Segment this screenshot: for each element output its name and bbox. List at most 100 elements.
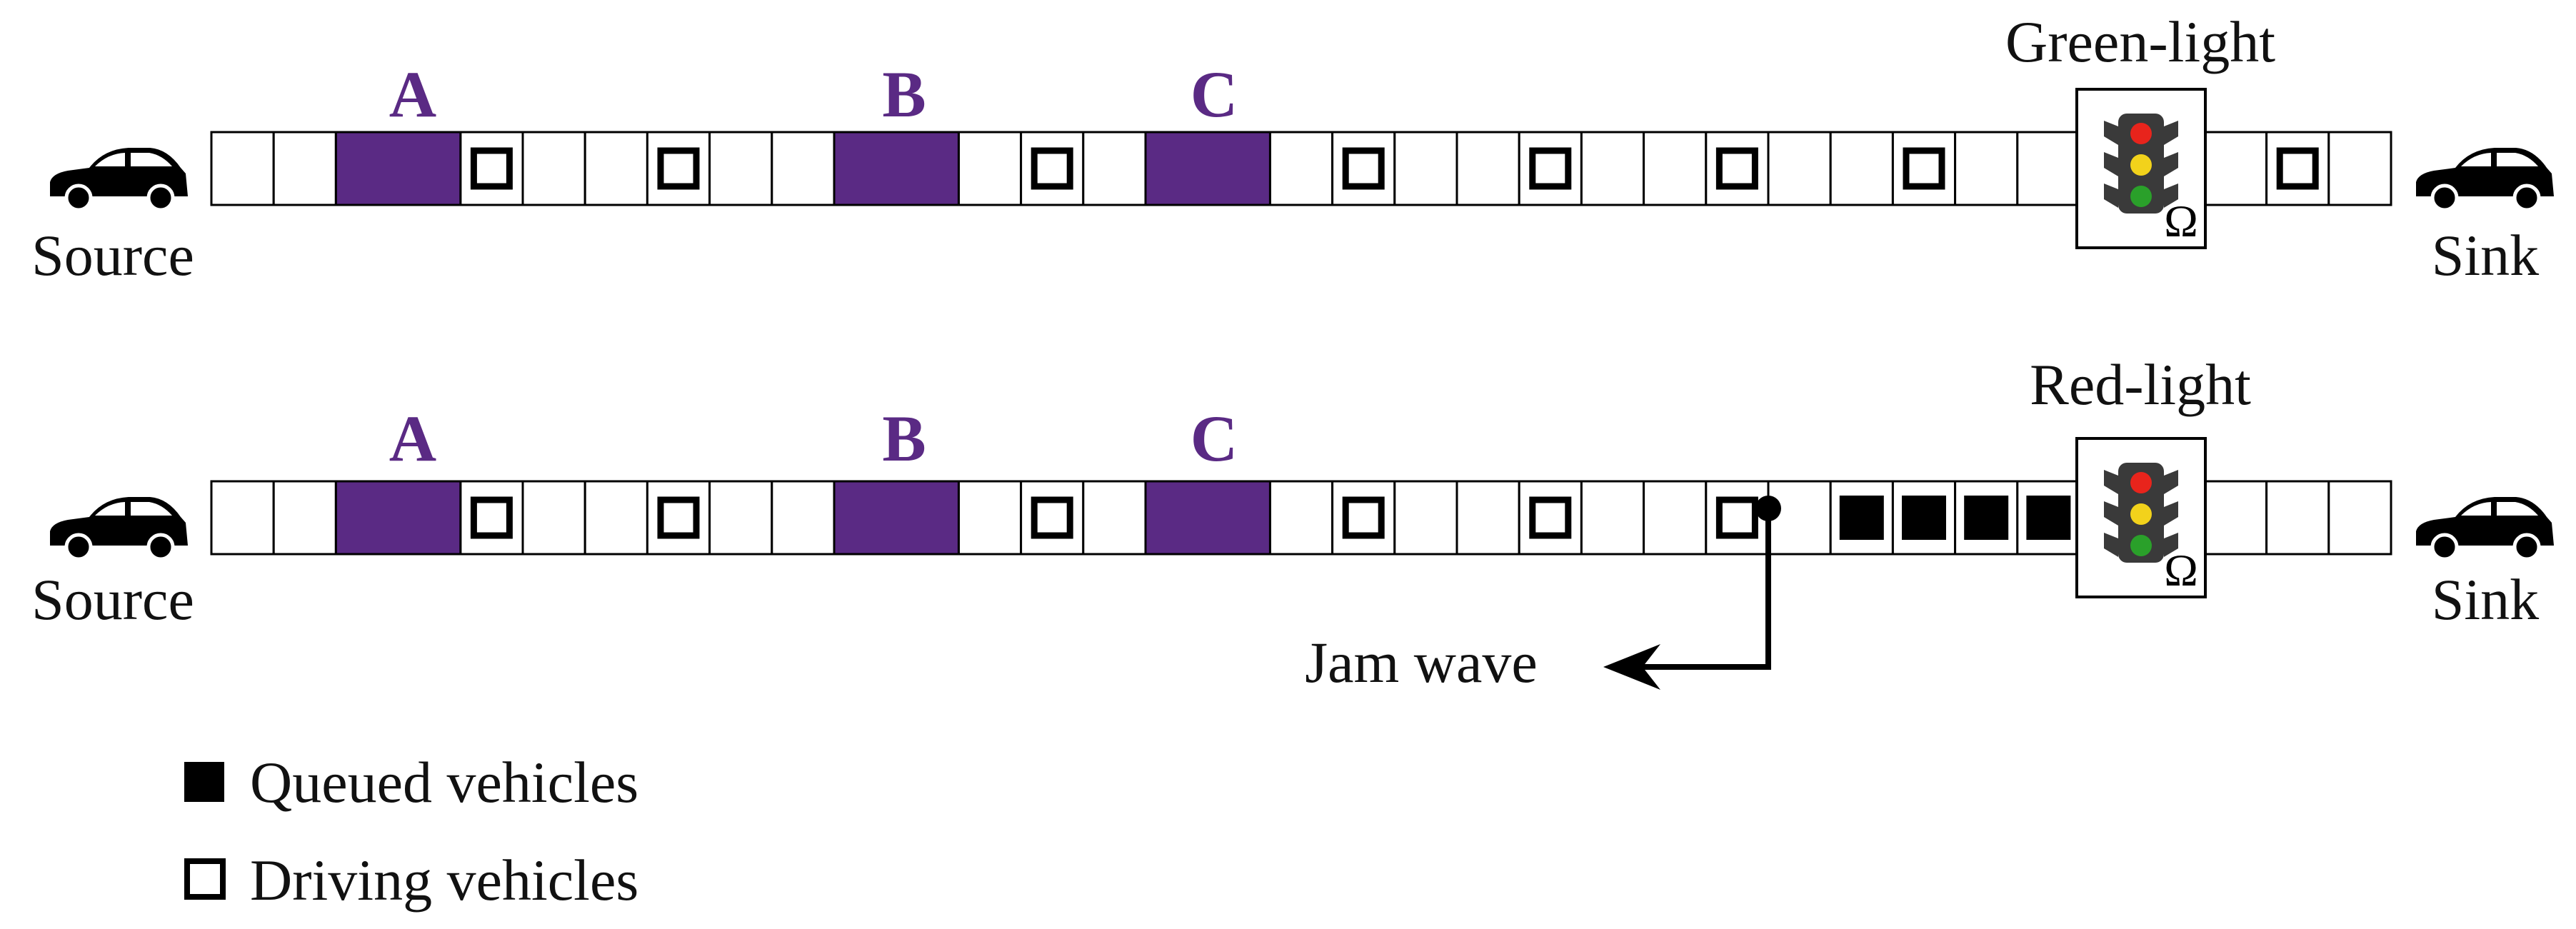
road-cell	[210, 480, 275, 556]
road-cell	[2016, 131, 2081, 206]
road-cell	[1455, 480, 1520, 556]
signal-lamp	[2130, 472, 2152, 493]
signal-visor	[2164, 121, 2178, 145]
road-cell	[1643, 480, 1708, 556]
road-cell	[272, 480, 337, 556]
source-label: Source	[31, 223, 194, 288]
road-section-a	[334, 480, 462, 556]
source-label: Source	[31, 567, 194, 632]
road-cell	[2202, 131, 2268, 206]
road-cell	[1268, 131, 1334, 206]
road-cell	[521, 480, 586, 556]
road-cell	[2202, 480, 2268, 556]
signal-visor	[2164, 152, 2178, 176]
car-wheel	[2512, 184, 2541, 212]
road-section-c	[1144, 480, 1271, 556]
driving-vehicle	[470, 147, 513, 190]
car-window	[131, 153, 172, 166]
section-label-c: C	[1191, 402, 1238, 475]
signal-visor	[2104, 470, 2118, 494]
omega-label: Ω	[2164, 545, 2198, 596]
road-cell	[521, 131, 586, 206]
driving-vehicle	[1031, 496, 1073, 539]
driving-vehicle	[1715, 496, 1758, 539]
driving-vehicle	[1342, 147, 1385, 190]
car-wheel	[146, 533, 175, 561]
row-red-light: A B C Ω Red-light Source Sink Jam wave	[31, 352, 2554, 695]
car-window	[2497, 153, 2538, 166]
signal-lamp	[2130, 123, 2152, 144]
road-cell	[583, 131, 648, 206]
driving-vehicle	[657, 496, 700, 539]
signal-visor	[2164, 470, 2178, 494]
jam-wave-line	[1643, 508, 1771, 670]
driving-vehicle	[1031, 147, 1073, 190]
section-label-b: B	[882, 402, 926, 475]
sink-label: Sink	[2432, 567, 2539, 632]
road-section-b	[833, 480, 960, 556]
signal-visor	[2104, 184, 2118, 208]
section-label-b: B	[882, 58, 926, 131]
jam-wave-arrowhead	[1603, 644, 1660, 690]
road-cell	[2327, 131, 2392, 206]
driving-vehicle	[1715, 147, 1758, 190]
signal-lamp	[2130, 186, 2152, 207]
car-icon	[50, 148, 188, 212]
signal-visor	[2104, 501, 2118, 526]
driving-vehicle	[2276, 147, 2319, 190]
queued-vehicle	[1902, 496, 1946, 540]
car-window	[2461, 153, 2491, 166]
car-icon	[50, 497, 188, 561]
car-wheel	[2512, 533, 2541, 561]
section-label-a: A	[389, 402, 436, 475]
road-cell	[1082, 480, 1147, 556]
jam-wave-label: Jam wave	[1305, 630, 1538, 695]
signal-lamp	[2130, 535, 2152, 556]
car-wheel	[146, 184, 175, 212]
road-cell	[2327, 480, 2392, 556]
road-cell	[1580, 131, 1645, 206]
driving-vehicle	[1342, 496, 1385, 539]
driving-vehicle	[657, 147, 700, 190]
signal-visor	[2104, 533, 2118, 557]
road-cell	[957, 131, 1023, 206]
section-label-c: C	[1191, 58, 1238, 131]
traffic-light-icon: Ω	[2075, 437, 2207, 598]
jam-wave-arrow	[1603, 496, 1781, 690]
road-cell	[1767, 131, 1832, 206]
filled-square-icon	[184, 762, 224, 802]
signal-lamp	[2130, 503, 2152, 525]
car-window	[131, 502, 172, 516]
road-cell	[1643, 131, 1708, 206]
road-cell	[1268, 480, 1334, 556]
car-wheel	[2430, 184, 2459, 212]
road-cell	[272, 131, 337, 206]
car-window	[2461, 502, 2491, 516]
driving-vehicle	[470, 496, 513, 539]
road-cell	[1954, 131, 2019, 206]
row-green-light: A B C Ω Green-light Source Sink	[31, 9, 2554, 288]
car-wheel	[64, 533, 93, 561]
sink-label: Sink	[2432, 223, 2539, 288]
road-cell	[2265, 480, 2330, 556]
road-cell	[957, 480, 1023, 556]
road-cell	[210, 131, 275, 206]
queued-vehicle	[1839, 496, 1884, 540]
car-icon	[2416, 497, 2554, 561]
section-label-a: A	[389, 58, 436, 131]
road-cell	[1393, 480, 1458, 556]
car-icon	[2416, 148, 2554, 212]
car-wheel	[64, 184, 93, 212]
car-window	[2497, 502, 2538, 516]
road-cell	[771, 131, 836, 206]
road-cell	[583, 480, 648, 556]
driving-vehicle	[1529, 496, 1572, 539]
hollow-square-icon	[184, 858, 226, 900]
queued-vehicle	[1964, 496, 2009, 540]
road-cell	[708, 480, 773, 556]
road-cell	[1082, 131, 1147, 206]
road-cells	[210, 131, 2392, 206]
signal-visor	[2104, 121, 2118, 145]
signal-visor	[2104, 152, 2118, 176]
